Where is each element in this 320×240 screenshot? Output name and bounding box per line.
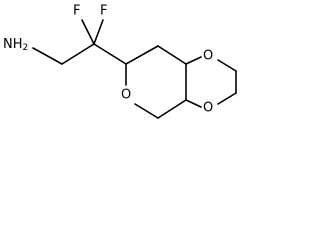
bond-ch2-o-bottom	[217, 92, 237, 105]
bond-n-ch2	[32, 47, 63, 65]
bond-ch2-cf2	[61, 43, 95, 65]
bond-o-bottom-spiro	[185, 99, 202, 108]
atom-labels: F F NH2 O O O	[3, 4, 213, 116]
bonds	[32, 19, 237, 119]
bond-ring-c5-o	[134, 103, 159, 119]
fluorine-label-right: F	[100, 4, 107, 19]
bond-cf2-ring	[93, 43, 127, 65]
bond-ring-c6-c5	[157, 99, 187, 119]
bond-cf2-f-left	[81, 19, 95, 45]
amine-label: NH2	[3, 37, 28, 54]
dioxolane-oxygen-top-label: O	[203, 49, 213, 64]
bond-spiro-o-top	[185, 56, 202, 65]
dioxolane-oxygen-bottom-label: O	[203, 101, 213, 116]
fluorine-label-left: F	[73, 4, 80, 19]
bond-cf2-f-right	[93, 19, 104, 45]
ring-oxygen-label: O	[121, 88, 131, 103]
amine-subscript: 2	[23, 43, 29, 53]
bond-ring-c7-spiro	[157, 45, 187, 65]
chemical-structure: F F NH2 O O O	[3, 4, 237, 119]
amine-nh: NH	[3, 37, 23, 52]
bond-ring-c8-c7	[125, 45, 159, 65]
bond-o-top-ch2	[217, 59, 237, 72]
